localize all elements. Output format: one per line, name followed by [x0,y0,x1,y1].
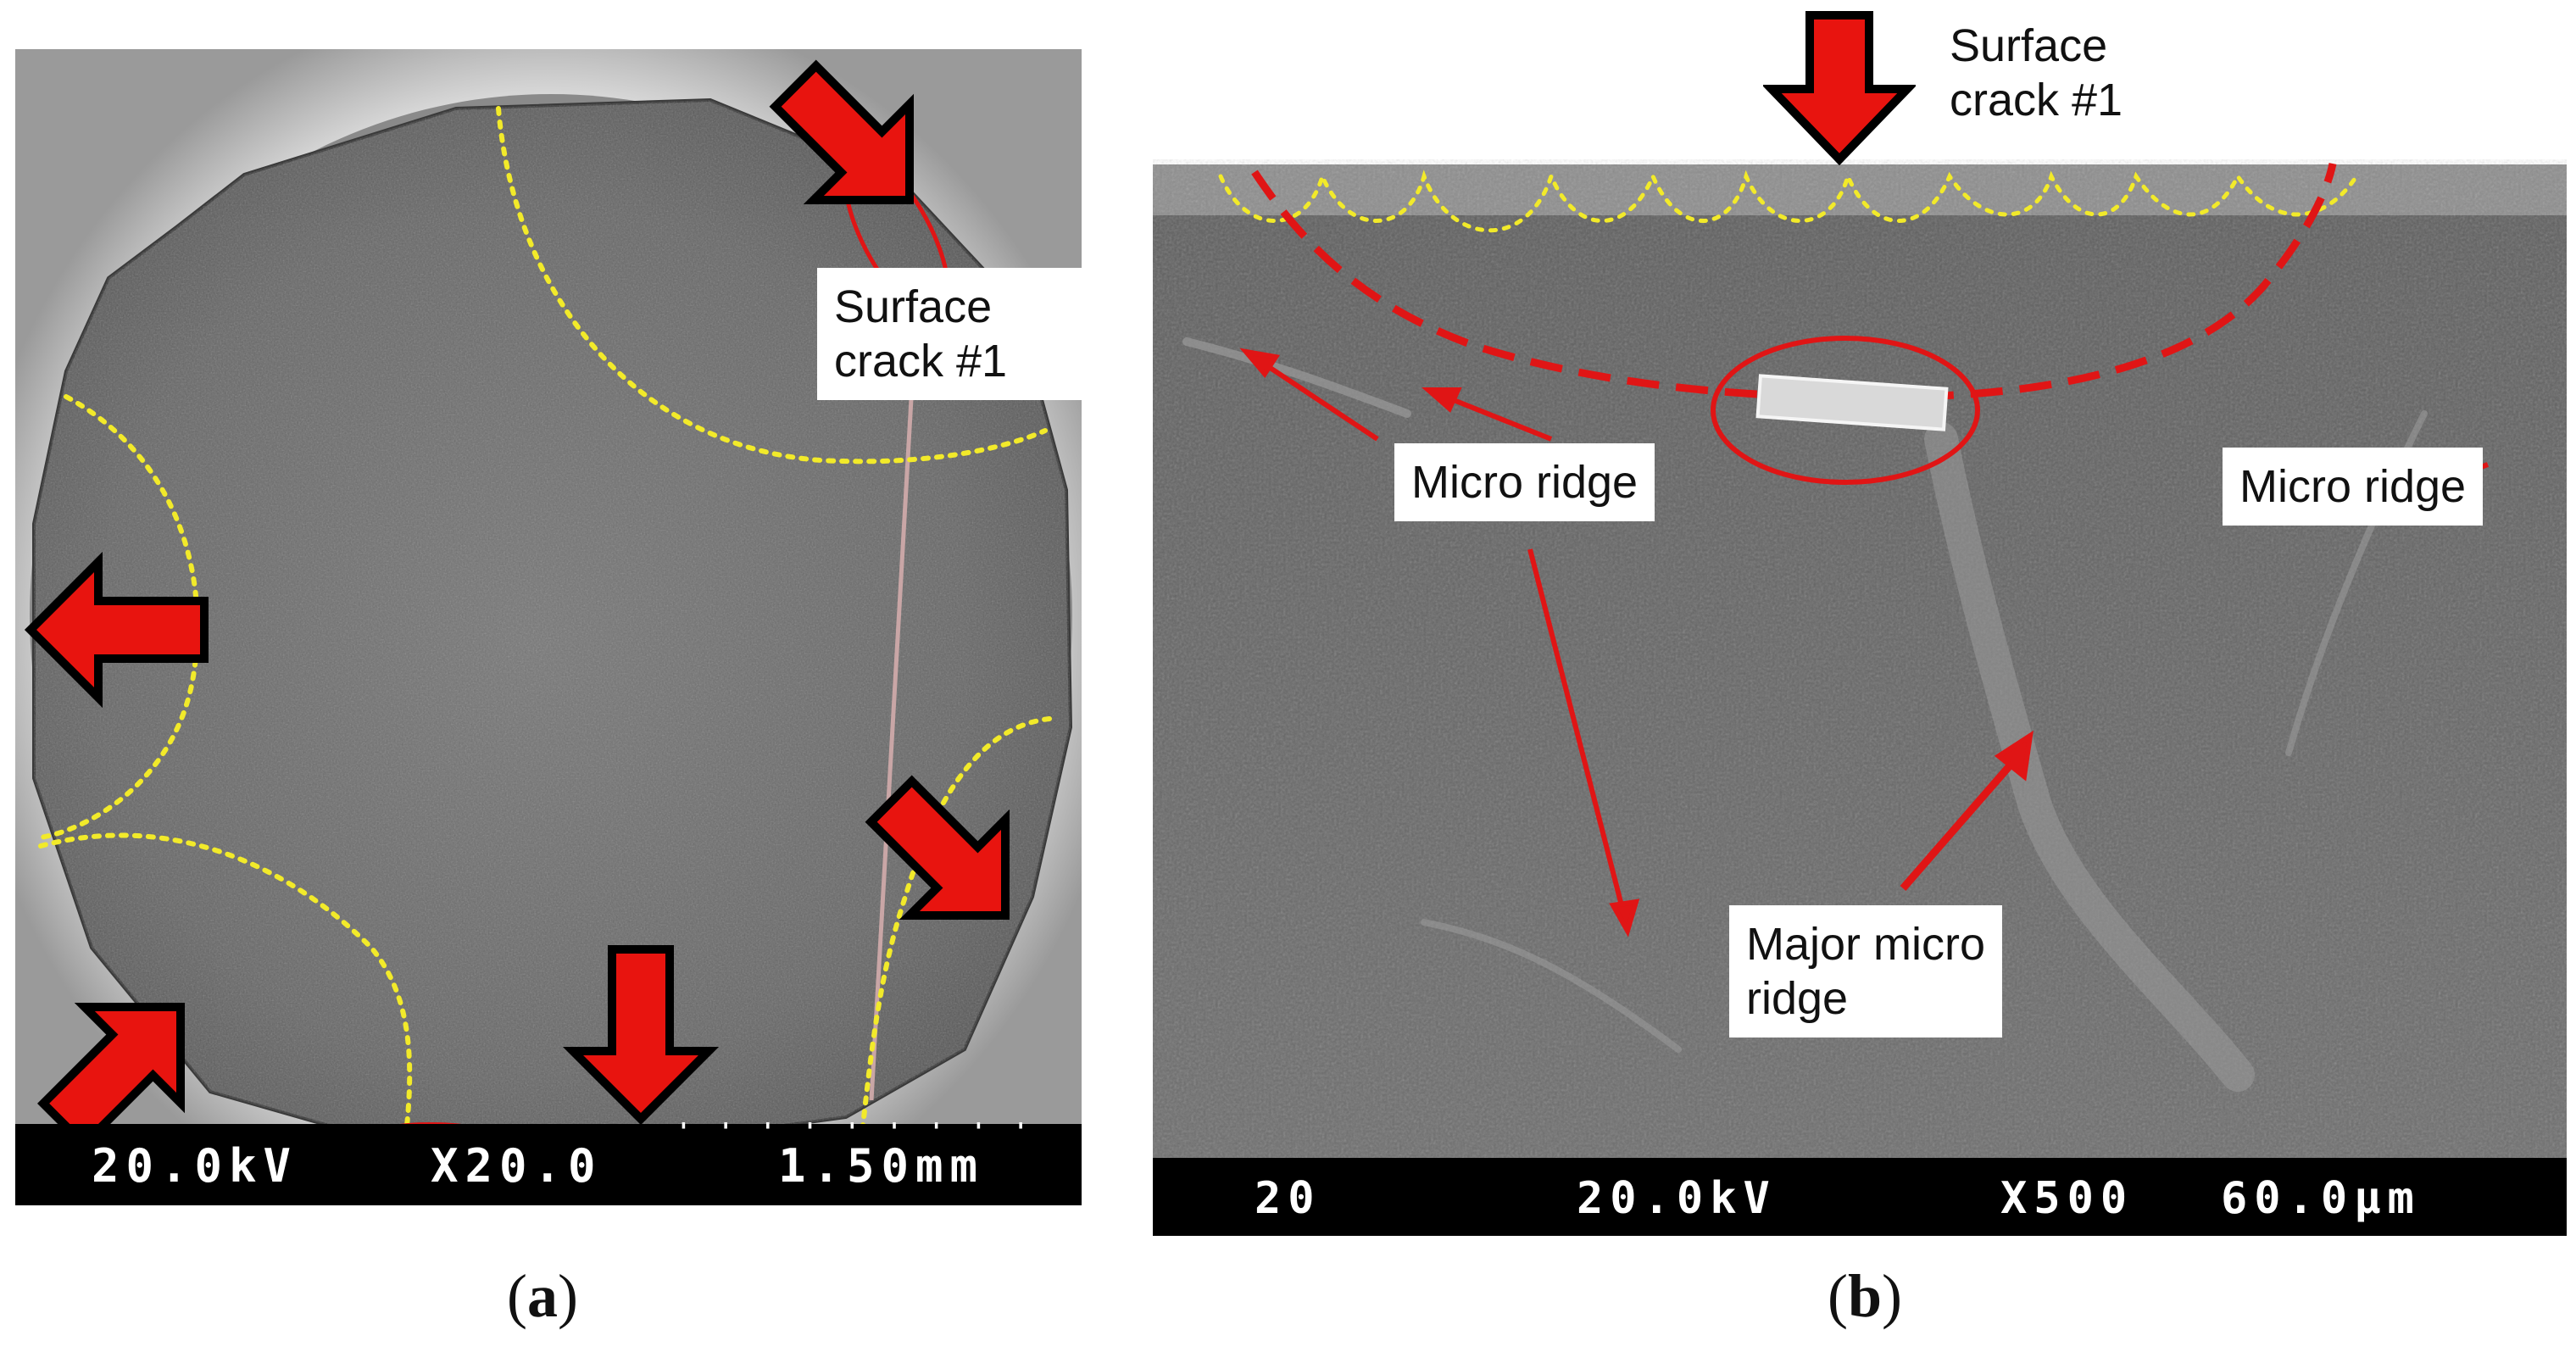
sem-image-a: Surface crack #1 20.0kV X20.0 1.50mm ' '… [15,49,1082,1205]
caption-a-letter: a [527,1262,558,1330]
major-micro-ridge-label: Major micro ridge [1729,905,2003,1038]
pointer-ridge-left [1444,394,1553,442]
caption-a-close: ) [558,1262,578,1330]
ridge-lower-left [1421,919,1682,1053]
caption-a-open: ( [507,1262,527,1330]
micro-ridge-label-left: Micro ridge [1394,443,1655,521]
caption-b-close: ) [1882,1262,1902,1330]
arrow-left-icon [24,551,209,709]
inclusion-particle [1755,374,1949,431]
inclusion-ellipse [1711,336,1980,485]
sem-info-bar-b: 20 20.0kV X500 60.0µm [1153,1158,2567,1236]
pointer-major-ridge [1900,754,2021,891]
boundary-right [860,716,1052,1128]
arrow-bottom-left-icon [37,1003,185,1150]
voltage-a: 20.0kV [92,1139,298,1193]
pointer-ridge-left-head [1422,387,1462,413]
micro-ridge-label-right: Micro ridge [2223,448,2484,526]
crack-line [869,353,916,1101]
arrow-top-right-icon [769,59,914,204]
surface-crack-label-a-line2: crack #1 [834,336,1008,387]
pointer-ridge-far-left-head [1239,348,1280,379]
surface-crack-label-b-line2: crack #1 [1950,75,2123,125]
major-micro-ridge-label-line1: Major micro [1746,919,1986,970]
magnification-b: X500 [2000,1173,2134,1224]
pointer-ridge-down [1527,548,1626,913]
pointer-major-ridge-head [1994,730,2034,782]
fracture-surface-b [1153,159,2567,1236]
boundary-bottom-left [38,832,413,1145]
ridge-left [1182,337,1411,418]
surface-crack-label-b: Surface crack #1 [1950,19,2123,127]
surface-crack-label-a-line1: Surface [834,281,993,332]
arrow-surface-crack-b-icon [1763,11,1916,165]
magnification-a: X20.0 [431,1139,603,1193]
scale-a: 1.50mm [778,1139,985,1193]
arrow-bottom-icon [562,945,720,1126]
fracture-surface-a [15,49,1082,1205]
arrow-bottom-right-icon [865,775,1010,920]
pointer-ridge-far-left [1257,358,1379,442]
major-micro-ridge-label-line2: ridge [1746,973,1849,1024]
pointer-ridge-down-head [1609,898,1640,937]
voltage-b: 20.0kV [1577,1173,1777,1224]
caption-a: (a) [458,1261,627,1332]
scale-b: 60.0µm [2221,1173,2421,1224]
caption-b-letter: b [1847,1262,1883,1330]
micro-ridge-label-left-text: Micro ridge [1411,457,1639,508]
sem-info-bar-a: 20.0kV X20.0 1.50mm ' ' ' ' ' ' ' ' ' [15,1117,1082,1205]
image-id-b: 20 [1255,1173,1321,1224]
boundary-top [496,106,1048,465]
surface-crack-label-a: Surface crack #1 [817,268,1082,400]
micro-ridge-label-right-text: Micro ridge [2239,461,2467,512]
caption-b-open: ( [1827,1262,1848,1330]
surface-crack-label-b-line1: Surface [1950,20,2108,71]
boundary-top-b [1218,170,2359,233]
major-ridge [1924,422,2255,1092]
caption-b: (b) [1780,1261,1950,1332]
scale-ticks-a: ' ' ' ' ' ' ' ' ' [676,1117,1035,1145]
sem-image-b: Micro ridge Micro ridge Major micro ridg… [1153,159,2567,1236]
